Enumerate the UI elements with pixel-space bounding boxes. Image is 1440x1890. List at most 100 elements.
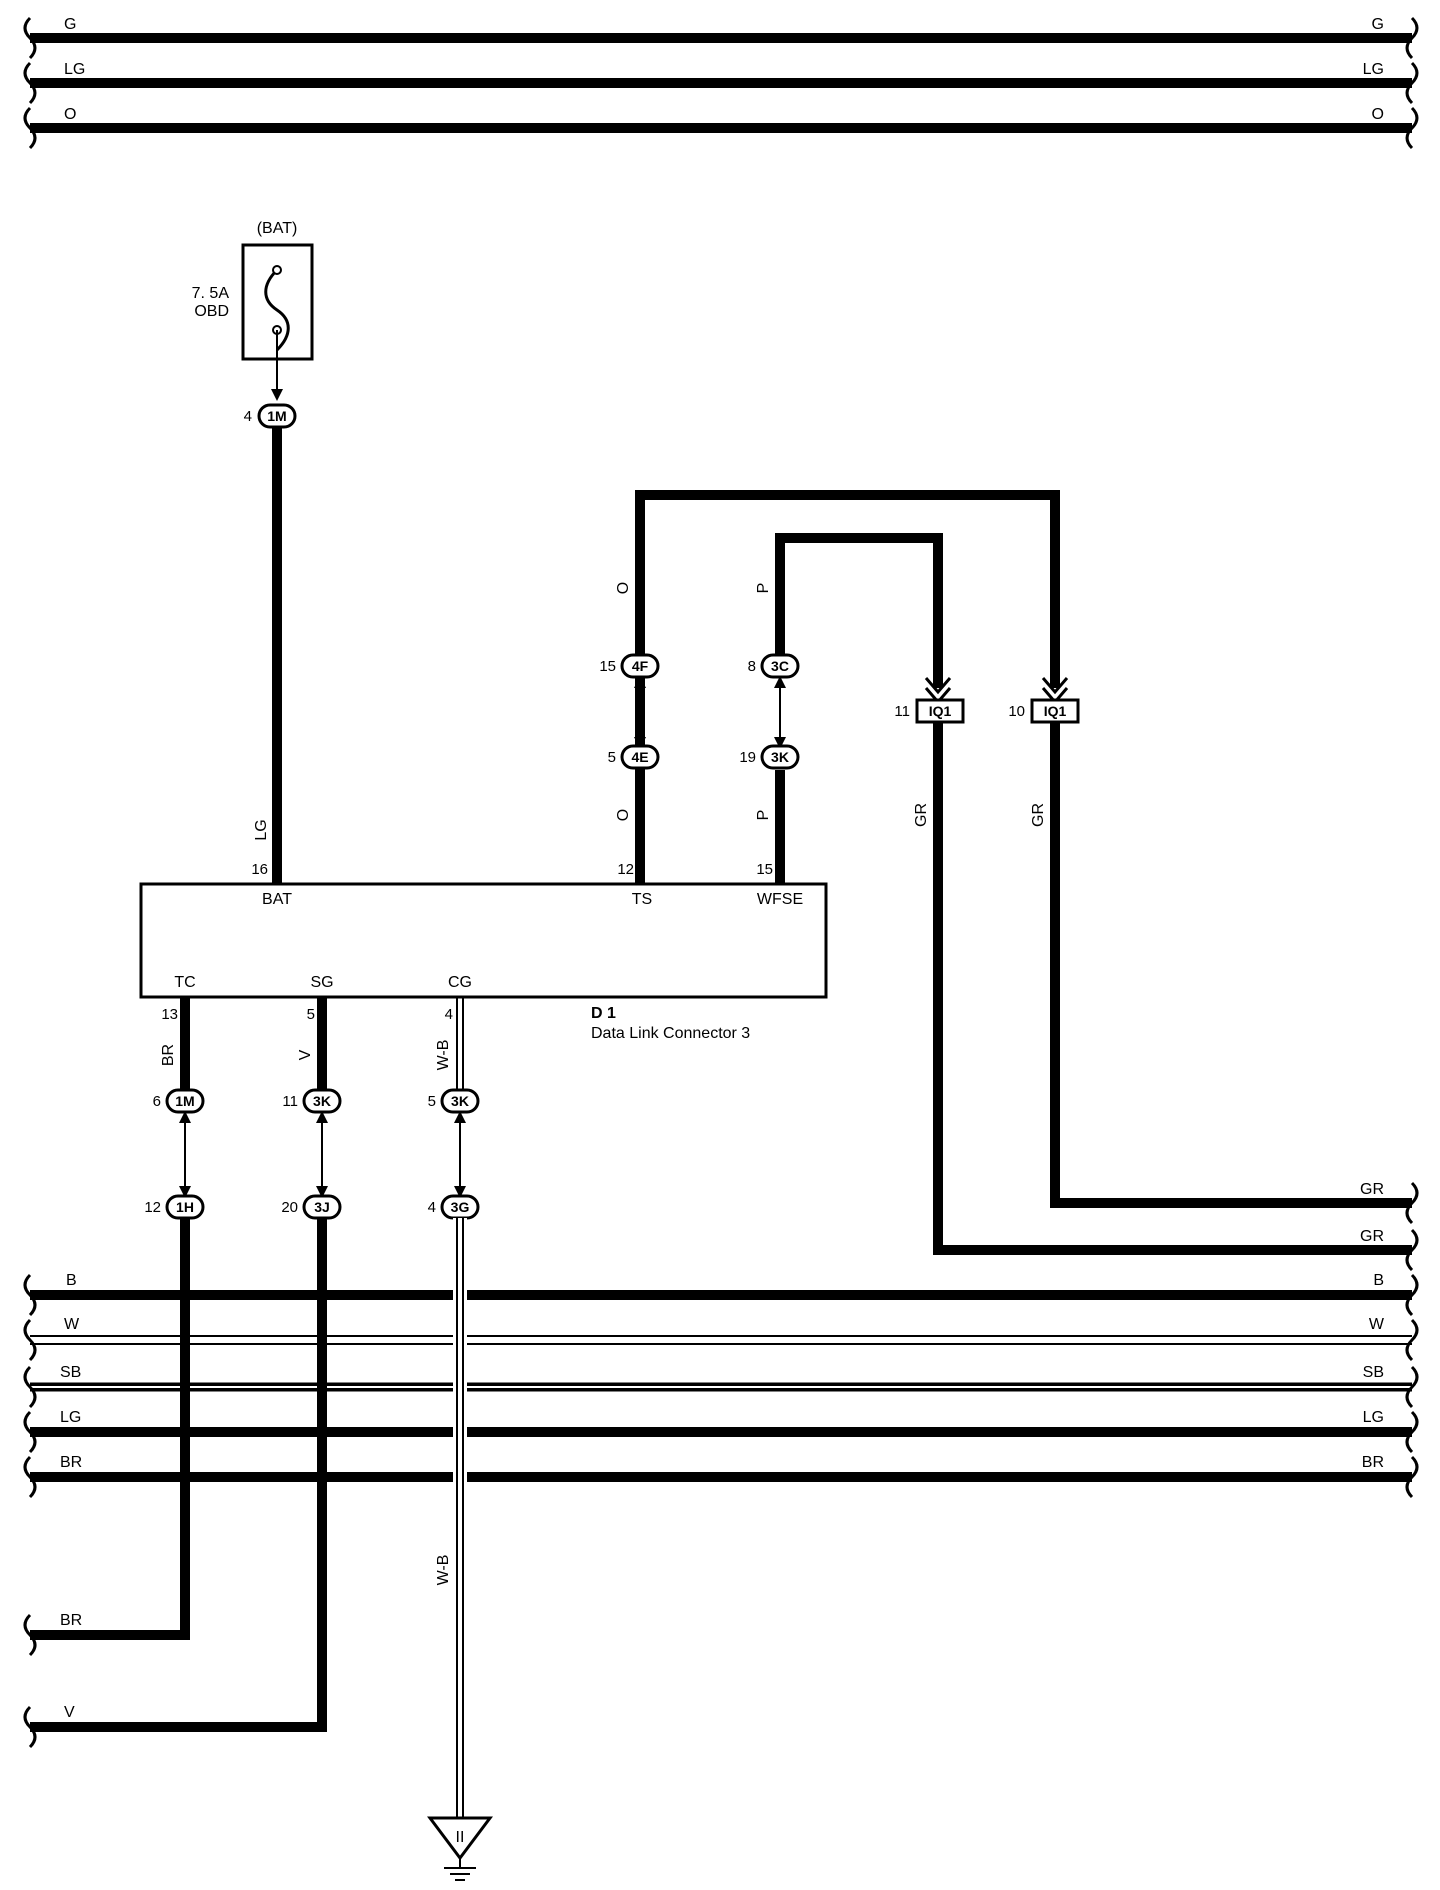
wire-gr-a <box>933 722 1412 1255</box>
right-output-gr1: GR <box>1360 1181 1384 1198</box>
break-mark <box>23 1365 37 1409</box>
wire-label-o-top: O <box>615 582 632 594</box>
break-mark <box>23 1455 37 1499</box>
terminal-wfse: WFSE <box>757 891 803 908</box>
fuse-source-label: (BAT) <box>257 220 298 237</box>
svg-text:5: 5 <box>428 1093 436 1110</box>
wire-label-lg: LG <box>253 819 270 840</box>
svg-text:4F: 4F <box>632 658 649 674</box>
data-link-connector-3: 16 BAT 12 TS 15 WFSE TC SG CG 13 5 4 D 1… <box>139 861 828 1042</box>
svg-text:15: 15 <box>599 658 616 675</box>
svg-text:10: 10 <box>1008 703 1025 720</box>
svg-text:3K: 3K <box>313 1093 331 1109</box>
wire-label-gr-a: GR <box>913 803 930 827</box>
svg-text:19: 19 <box>739 749 756 766</box>
break-mark <box>23 1318 37 1362</box>
arrow-iq1-b <box>1041 677 1069 695</box>
break-mark <box>1405 61 1419 105</box>
break-mark <box>1405 1318 1419 1362</box>
wire-label-o-mid: O <box>615 809 632 821</box>
break-mark <box>23 106 37 150</box>
connector-3K-mid2: 3K 5 <box>428 1088 480 1114</box>
fuse-terminal <box>272 265 282 275</box>
svg-text:1H: 1H <box>176 1199 194 1215</box>
ground-point-label: II <box>456 1829 465 1846</box>
fuse-symbol <box>264 268 290 352</box>
connector-4F: 4F 15 <box>599 653 660 679</box>
svg-text:LG: LG <box>60 1409 81 1426</box>
svg-text:13: 13 <box>161 1006 178 1023</box>
svg-text:8: 8 <box>748 658 756 675</box>
svg-text:BR: BR <box>60 1454 82 1471</box>
svg-text:B: B <box>1373 1272 1384 1289</box>
terminal-cg: CG <box>448 974 472 991</box>
fuse-name: OBD <box>194 303 229 320</box>
bus-label-g-right: G <box>1372 16 1384 33</box>
break-mark <box>23 61 37 105</box>
break-mark <box>1405 1181 1419 1225</box>
wire-label-wb-low: W-B <box>435 1555 452 1586</box>
svg-text:B: B <box>66 1272 77 1289</box>
svg-text:IQ1: IQ1 <box>929 703 952 719</box>
wire-label-wb: W-B <box>435 1040 452 1071</box>
ground-symbol: II <box>427 1816 493 1881</box>
svg-text:5: 5 <box>307 1006 315 1023</box>
svg-text:BR: BR <box>1362 1454 1384 1471</box>
right-output-gr2: GR <box>1360 1228 1384 1245</box>
break-mark <box>1405 16 1419 60</box>
svg-text:12: 12 <box>617 861 634 878</box>
connector-1M-top: 1M 4 <box>244 403 297 429</box>
svg-text:SB: SB <box>60 1364 81 1381</box>
svg-text:4: 4 <box>445 1006 453 1023</box>
arrow-iq1-a <box>924 677 952 695</box>
connector-3K-mid1: 3K 11 <box>282 1088 342 1114</box>
svg-text:W: W <box>1369 1316 1385 1333</box>
left-output-v: V <box>64 1704 75 1721</box>
svg-text:1M: 1M <box>267 408 286 424</box>
svg-text:IQ1: IQ1 <box>1044 703 1067 719</box>
break-mark <box>23 16 37 60</box>
svg-text:SB: SB <box>1363 1364 1384 1381</box>
wire-label-gr-b: GR <box>1030 803 1047 827</box>
svg-text:12: 12 <box>144 1199 161 1216</box>
bus-label-o-right: O <box>1372 106 1384 123</box>
wire-br-out <box>30 1218 190 1640</box>
break-mark <box>1405 1273 1419 1317</box>
break-mark <box>23 1273 37 1317</box>
dlc-box <box>139 882 828 999</box>
svg-text:11: 11 <box>894 703 910 720</box>
pin-number: 4 <box>244 408 252 425</box>
bus-label-g-left: G <box>64 16 76 33</box>
svg-text:4: 4 <box>428 1199 436 1216</box>
connector-3C: 3C 8 <box>748 653 800 679</box>
svg-text:5: 5 <box>608 749 616 766</box>
dlc-id: D 1 <box>591 1005 616 1022</box>
svg-text:3C: 3C <box>771 658 789 674</box>
dlc-name: Data Link Connector 3 <box>591 1025 750 1042</box>
connector-3J: 3J 20 <box>281 1194 342 1220</box>
bus-label-lg-right: LG <box>1363 61 1384 78</box>
svg-text:3K: 3K <box>771 749 789 765</box>
svg-text:15: 15 <box>756 861 773 878</box>
break-mark <box>1405 1410 1419 1454</box>
wire-label-p-top: P <box>755 583 772 594</box>
svg-text:1M: 1M <box>175 1093 194 1109</box>
bus-label-o-left: O <box>64 106 76 123</box>
left-output-br: BR <box>60 1612 82 1629</box>
connector-3K-top: 3K 19 <box>739 744 800 770</box>
connector-4E: 4E 5 <box>608 744 660 770</box>
obd-fuse: (BAT) 7. 5A OBD <box>192 220 314 401</box>
connector-1H: 1H 12 <box>144 1194 205 1220</box>
svg-text:20: 20 <box>281 1199 298 1216</box>
svg-text:3J: 3J <box>314 1199 330 1215</box>
break-mark <box>1405 1455 1419 1499</box>
break-mark <box>23 1705 37 1749</box>
terminal-bat: BAT <box>262 891 292 908</box>
svg-text:4E: 4E <box>631 749 648 765</box>
terminal-ts: TS <box>632 891 652 908</box>
break-mark <box>23 1613 37 1657</box>
connector-IQ1-b: IQ1 10 <box>1008 698 1080 724</box>
svg-text:LG: LG <box>1363 1409 1384 1426</box>
svg-text:3K: 3K <box>451 1093 469 1109</box>
